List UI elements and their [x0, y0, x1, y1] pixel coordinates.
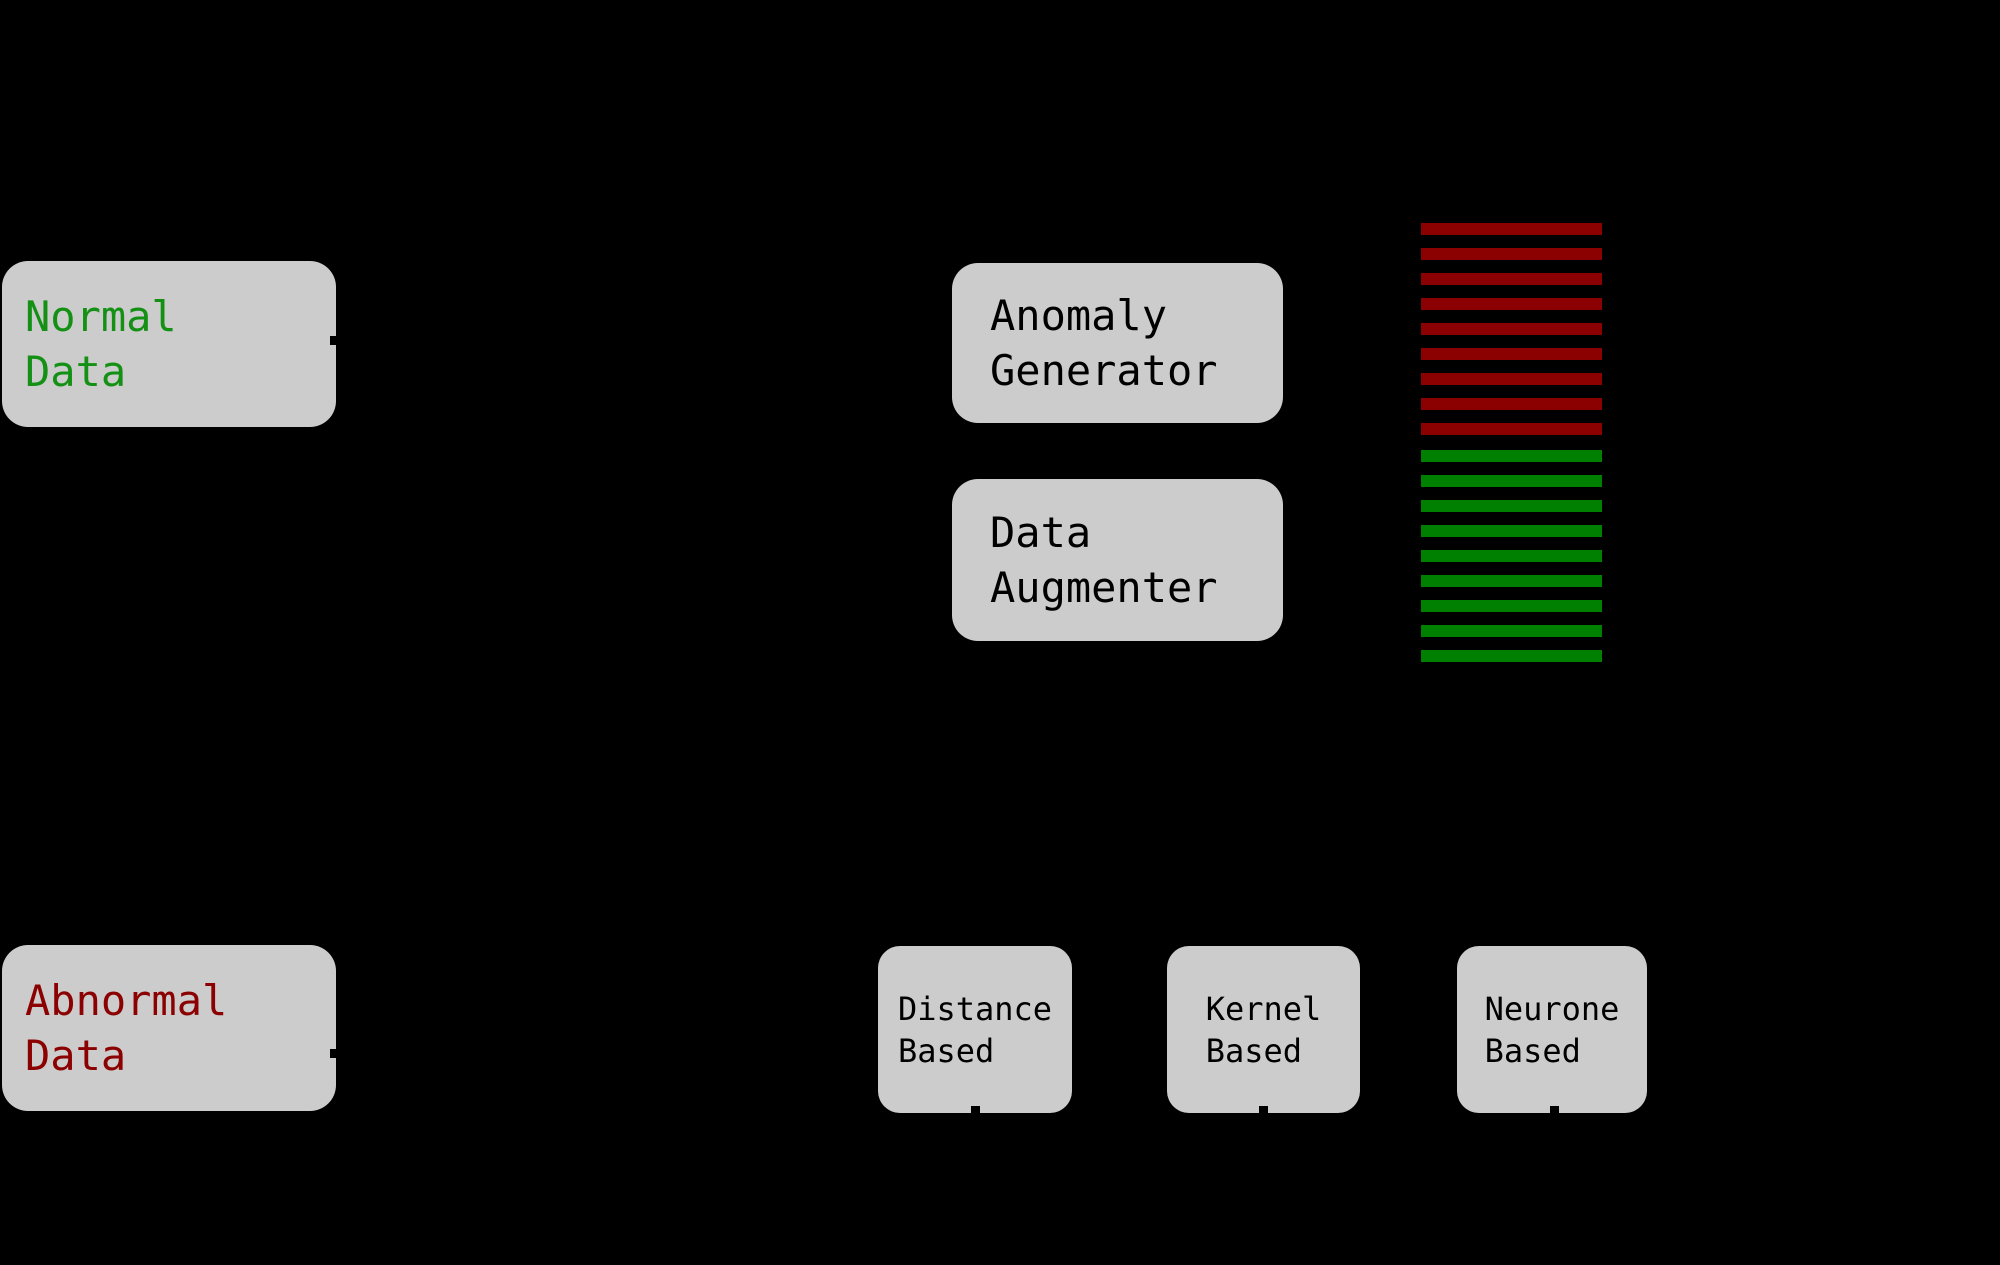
normal-data-row — [1421, 600, 1602, 612]
normal-data-row — [1421, 575, 1602, 587]
abnormal-data-row — [1421, 323, 1602, 335]
normal-data-row — [1421, 475, 1602, 487]
arrow-stub-kernel-bottom — [1259, 1106, 1268, 1113]
anomaly-generator-label: Anomaly Generator — [990, 291, 1218, 395]
arrow-stub-normal-right — [330, 336, 336, 345]
abnormal-data-rows — [1421, 223, 1602, 435]
abnormal-data-row — [1421, 223, 1602, 235]
node-data-augmenter: Data Augmenter — [952, 479, 1283, 641]
normal-data-row — [1421, 450, 1602, 462]
abnormal-data-row — [1421, 348, 1602, 360]
arrow-stub-neurone-bottom — [1550, 1106, 1559, 1113]
abnormal-data-row — [1421, 248, 1602, 260]
normal-data-row — [1421, 525, 1602, 537]
abnormal-data-row — [1421, 298, 1602, 310]
distance-based-label: Distance Based — [897, 989, 1053, 1070]
normal-data-row — [1421, 650, 1602, 662]
node-anomaly-generator: Anomaly Generator — [952, 263, 1283, 423]
arrow-stub-abnormal-right — [330, 1049, 336, 1058]
kernel-based-label: Kernel Based — [1205, 989, 1322, 1070]
node-distance-based: Distance Based — [878, 946, 1072, 1113]
node-normal-data: Normal Data — [2, 261, 336, 427]
arrow-stub-distance-bottom — [971, 1106, 980, 1113]
abnormal-data-row — [1421, 273, 1602, 285]
abnormal-data-row — [1421, 398, 1602, 410]
abnormal-data-row — [1421, 373, 1602, 385]
abnormal-data-label: Abnormal Data — [25, 976, 228, 1080]
node-kernel-based: Kernel Based — [1167, 946, 1360, 1113]
abnormal-data-row — [1421, 423, 1602, 435]
node-neurone-based: Neurone Based — [1457, 946, 1647, 1113]
augmented-dataset-visual — [1421, 223, 1602, 675]
data-augmenter-label: Data Augmenter — [990, 508, 1218, 612]
normal-data-row — [1421, 550, 1602, 562]
neurone-based-label: Neurone Based — [1484, 989, 1620, 1070]
normal-data-rows — [1421, 450, 1602, 662]
normal-data-label: Normal Data — [25, 292, 177, 396]
node-abnormal-data: Abnormal Data — [2, 945, 336, 1111]
normal-data-row — [1421, 625, 1602, 637]
normal-data-row — [1421, 500, 1602, 512]
